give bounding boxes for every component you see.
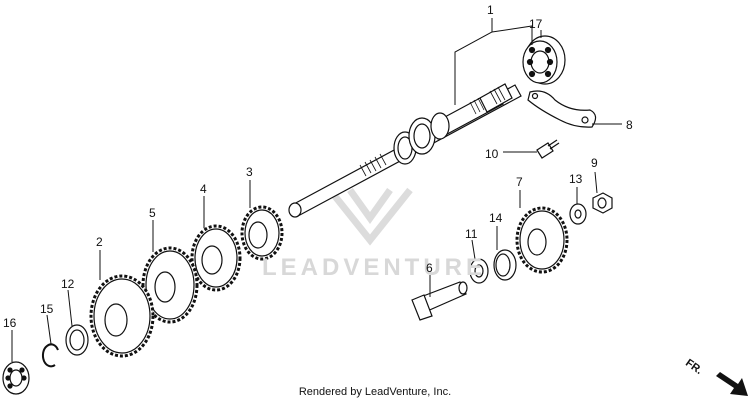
gear-5 [141,246,199,324]
bolt-10 [536,139,560,159]
callout-9: 9 [591,156,598,170]
bearing-16 [2,361,30,395]
callout-12: 12 [61,277,75,291]
gear-3 [240,205,284,261]
callout-7: 7 [516,175,523,189]
callout-13: 13 [569,172,583,186]
washer-12 [65,324,89,356]
gear-7 [515,206,569,274]
callout-3: 3 [246,165,253,179]
callout-2: 2 [96,235,103,249]
needle-bearing-14 [493,249,517,281]
callout-4: 4 [200,182,207,196]
callout-14: 14 [489,211,503,225]
leader-lines [11,18,622,362]
footer-credit: Rendered by LeadVenture, Inc. [298,386,452,398]
callout-8: 8 [626,118,633,132]
bearing-17 [522,35,566,85]
watermark-text: LEADVENTURE [262,254,487,281]
washer-11 [469,258,489,284]
callout-1: 1 [487,3,494,17]
callout-15: 15 [40,302,54,316]
callout-6: 6 [426,261,433,275]
callout-11: 11 [465,227,478,241]
callout-17: 17 [529,17,543,31]
callout-5: 5 [149,206,156,220]
callout-10: 10 [485,147,499,161]
front-direction-arrow [716,372,748,396]
gear-4 [190,224,242,292]
washer-13 [569,203,587,225]
pin-6 [411,281,468,321]
watermark-logo [327,187,413,246]
nut-9 [592,192,613,214]
shaft-gear-cluster [393,112,450,165]
callout-16: 16 [3,316,17,330]
bracket-8 [527,90,597,128]
circlip-15 [42,343,59,368]
gear-2 [89,274,155,358]
